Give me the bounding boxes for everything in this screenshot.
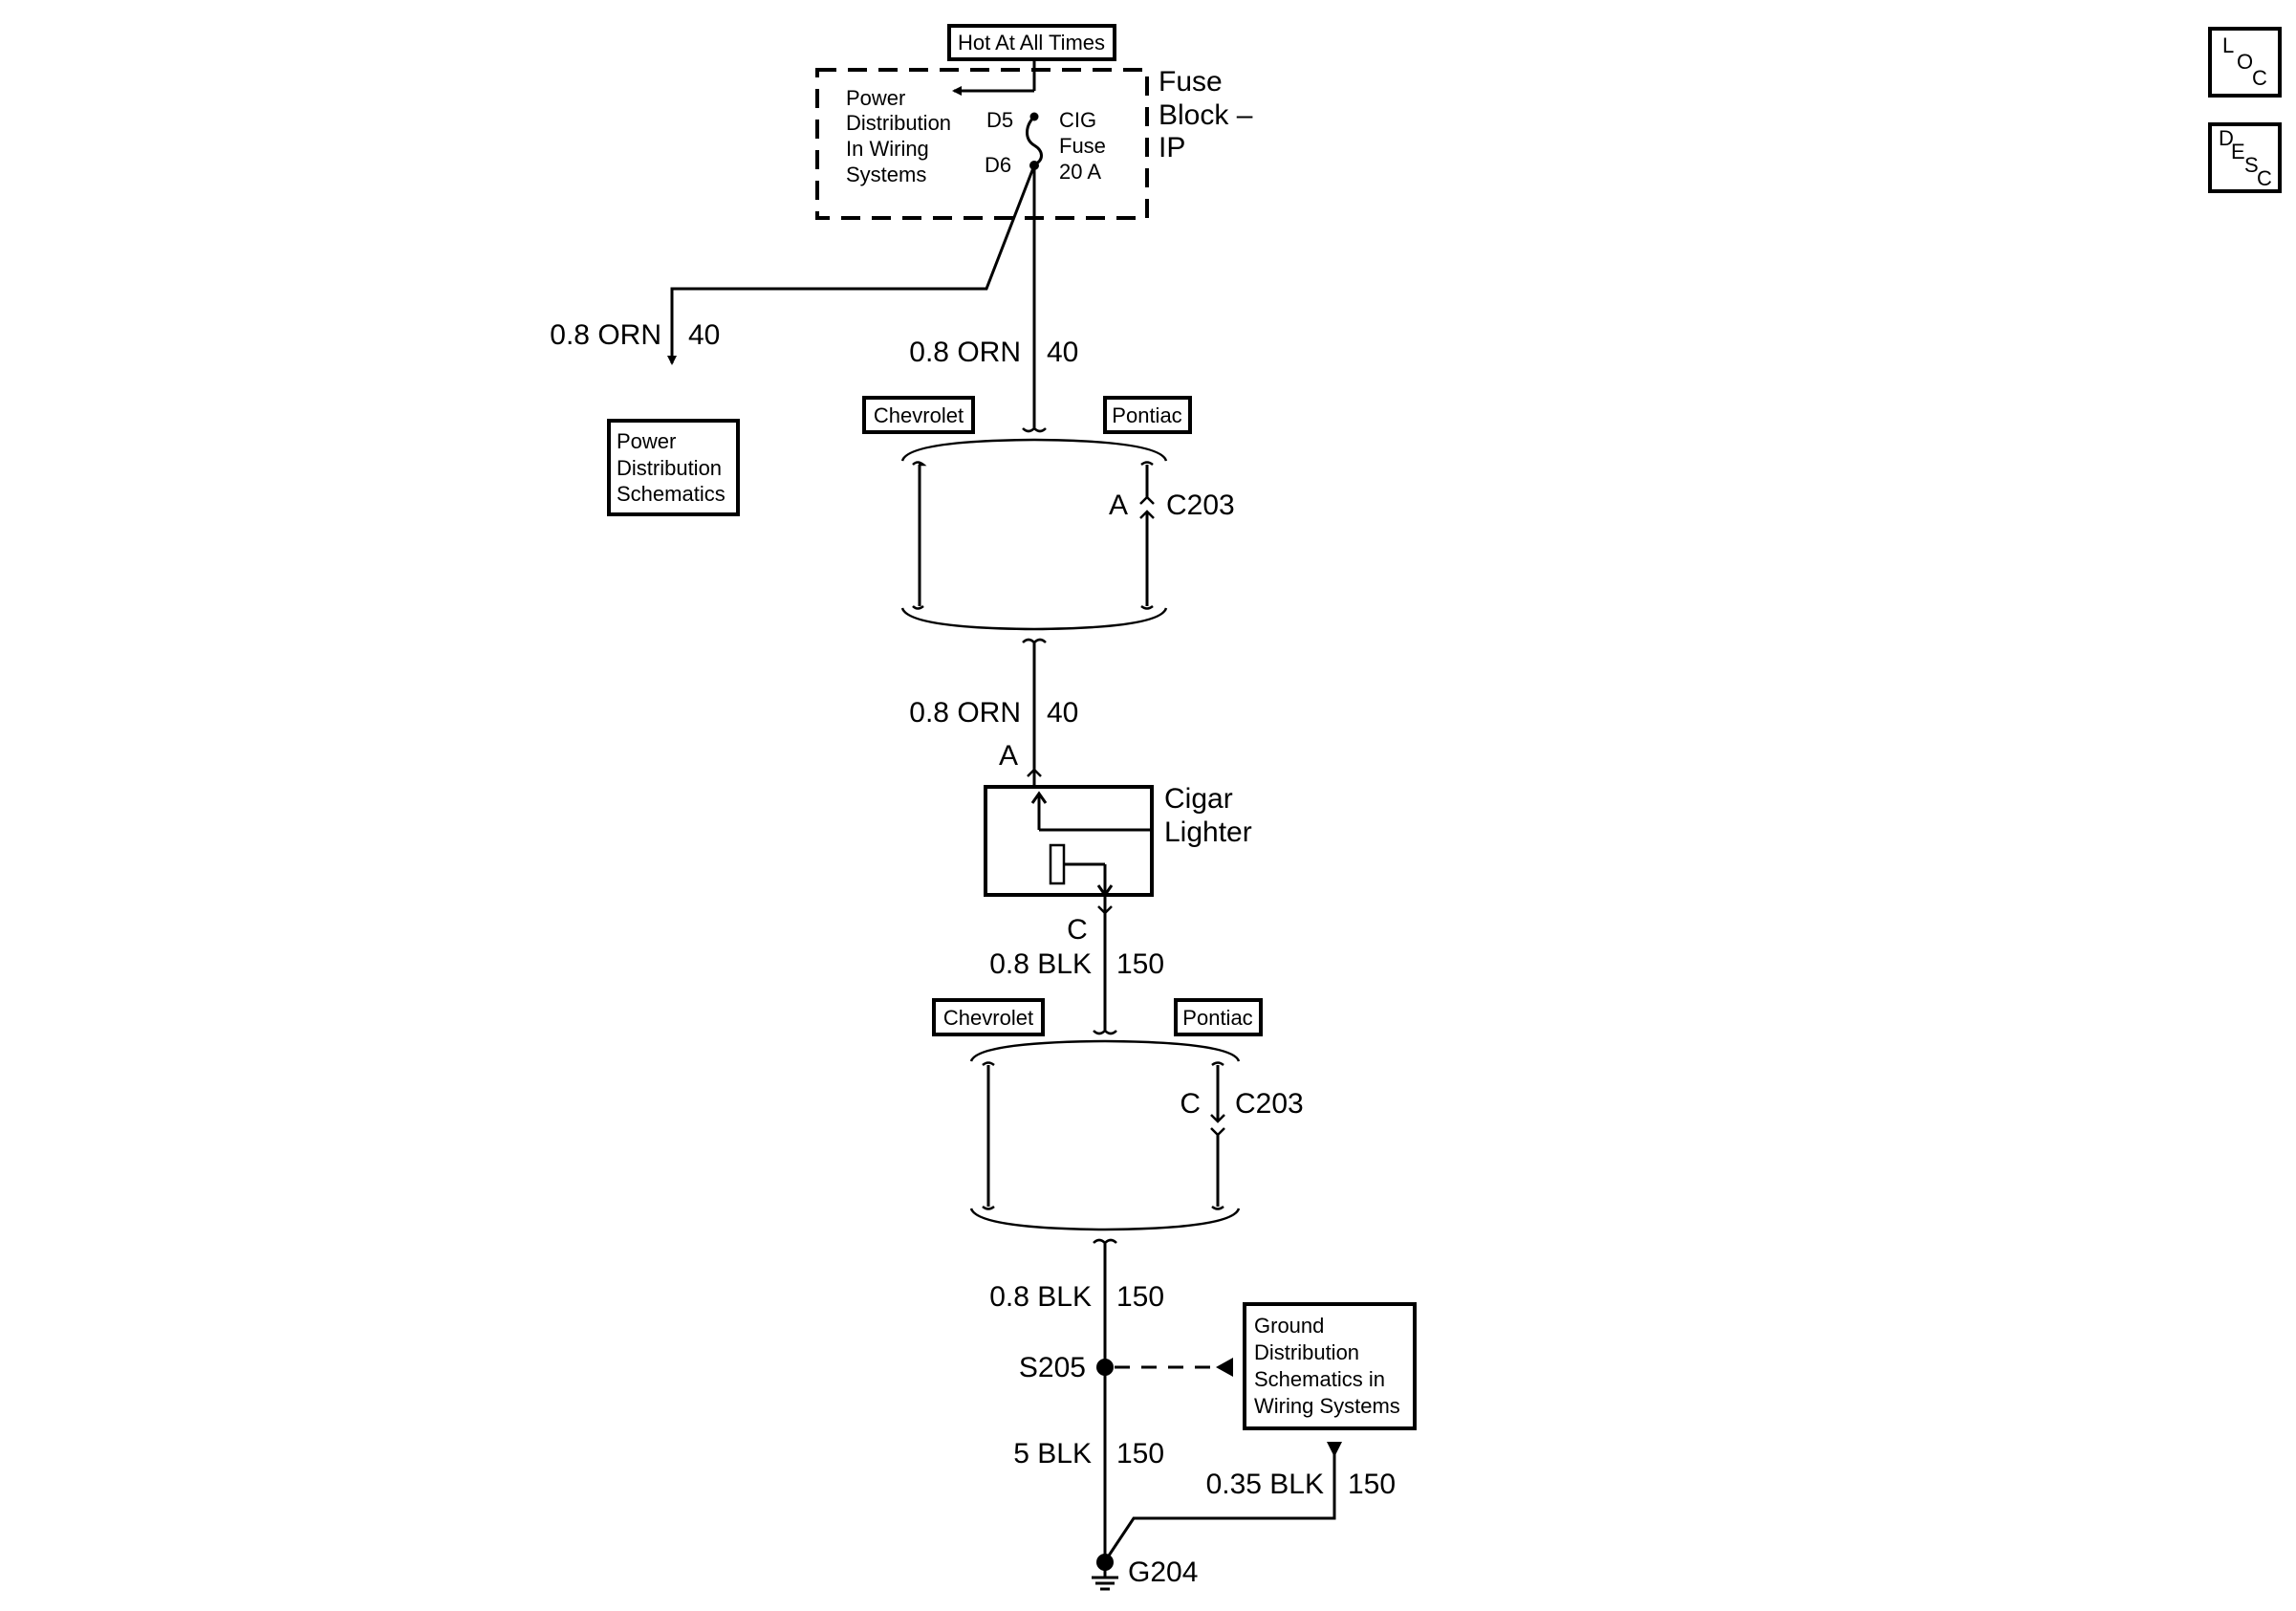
branch-wire-gauge-color: 0.8 ORN xyxy=(550,319,661,351)
cig-fuse-line-2: Fuse xyxy=(1059,134,1106,158)
upper-c203-option-bracket xyxy=(900,426,1168,644)
wire-c203-to-splice-gauge: 0.8 BLK xyxy=(989,1281,1092,1313)
power-schem-line-2: Distribution xyxy=(617,456,722,480)
fuse-block-title-line-1: Fuse xyxy=(1159,66,1223,98)
branch-wire-to-power-schematics xyxy=(667,164,1036,365)
desc-icon-s: S xyxy=(2244,153,2259,177)
wire-lighter-to-c203-gauge: 0.8 BLK xyxy=(989,948,1092,980)
lower-c203-pin: C xyxy=(1180,1088,1201,1120)
loc-icon[interactable]: L O C xyxy=(2208,27,2282,98)
wire-splice-to-ground-gauge: 5 BLK xyxy=(1013,1438,1092,1469)
lower-c203-female-terminal-icon xyxy=(1210,1114,1225,1123)
loc-icon-c: C xyxy=(2252,66,2267,90)
lower-c203-option-bracket xyxy=(969,1029,1241,1245)
cigar-lighter-component xyxy=(984,770,1154,898)
upper-c203-female-terminal-icon xyxy=(1139,495,1155,505)
lower-c203-chevrolet-text: Chevrolet xyxy=(943,1006,1033,1030)
power-schem-line-3: Schematics xyxy=(617,482,726,506)
cig-fuse-line-1: CIG xyxy=(1059,108,1096,132)
fuse-pin-d6: D6 xyxy=(985,153,1011,177)
ground-distribution-schematics-box: Ground Distribution Schematics in Wiring… xyxy=(1243,1302,1417,1430)
lighter-pin-c-terminal-icon xyxy=(1097,905,1113,915)
hot-at-all-times-text: Hot At All Times xyxy=(958,31,1105,54)
ground-schem-line-3: Schematics in xyxy=(1254,1367,1385,1391)
power-dist-line-2: Distribution xyxy=(846,111,951,135)
fuse-block-boundary xyxy=(815,68,1149,220)
hot-at-all-times-label: Hot At All Times xyxy=(947,24,1116,61)
wire-fuse-to-c203-circuit: 40 xyxy=(1047,337,1078,368)
upper-c203-pin: A xyxy=(1109,490,1128,521)
lighter-internal-arrow-up-icon xyxy=(1030,791,1048,804)
desc-icon-c: C xyxy=(2257,166,2272,190)
lower-c203-chevrolet-path xyxy=(982,1061,995,1210)
splice-s205-name: S205 xyxy=(1019,1352,1086,1383)
ground-schem-line-4: Wiring Systems xyxy=(1254,1394,1400,1418)
fuse-pin-d5: D5 xyxy=(986,108,1013,132)
power-schem-line-1: Power xyxy=(617,429,676,453)
branch-wire-circuit: 40 xyxy=(688,319,720,351)
desc-icon[interactable]: D E S C xyxy=(2208,122,2282,193)
lower-c203-pontiac-path xyxy=(1210,1061,1225,1210)
cig-fuse-line-3: 20 A xyxy=(1059,160,1101,184)
ground-g204-name: G204 xyxy=(1128,1557,1198,1588)
lighter-pin-a: A xyxy=(999,740,1018,772)
fuse-block-title: Fuse Block – IP xyxy=(1159,66,1253,163)
cigar-lighter-name-line-2: Lighter xyxy=(1164,816,1252,848)
wire-splice-to-ground-circuit: 150 xyxy=(1116,1438,1164,1469)
ground-dist-arrow-icon xyxy=(1216,1358,1233,1377)
lower-c203-pontiac-option: Pontiac xyxy=(1174,998,1263,1036)
upper-c203-pontiac-text: Pontiac xyxy=(1112,403,1181,427)
ground-branch-arrow-icon xyxy=(1327,1442,1342,1457)
power-distribution-schematics-box: Power Distribution Schematics xyxy=(607,419,740,516)
upper-c203-chevrolet-path xyxy=(912,461,927,610)
lower-c203-male-terminal-icon xyxy=(1210,1127,1225,1137)
lower-c203-chevrolet-option: Chevrolet xyxy=(932,998,1045,1036)
wire-fuse-to-c203-gauge: 0.8 ORN xyxy=(909,337,1021,368)
ground-schem-line-2: Distribution xyxy=(1254,1340,1359,1364)
splice-s205-icon xyxy=(1096,1359,1114,1376)
ground-schem-line-1: Ground xyxy=(1254,1314,1324,1338)
ground-branch-gauge: 0.35 BLK xyxy=(1206,1469,1324,1500)
wire-c203-to-lighter-circuit: 40 xyxy=(1047,697,1078,729)
wire-lighter-to-c203-circuit: 150 xyxy=(1116,948,1164,980)
ground-branch-circuit: 150 xyxy=(1348,1469,1396,1500)
upper-c203-pontiac-option: Pontiac xyxy=(1103,396,1192,434)
ground-g204-icon xyxy=(1092,1554,1118,1591)
upper-c203-chevrolet-option: Chevrolet xyxy=(862,396,975,434)
wire-c203-to-lighter-gauge: 0.8 ORN xyxy=(909,697,1021,729)
loc-icon-o: O xyxy=(2237,50,2253,74)
power-distribution-reference: Power Distribution In Wiring Systems xyxy=(846,86,951,186)
loc-icon-l: L xyxy=(2222,33,2234,57)
fuse-block-title-line-2: Block – xyxy=(1159,99,1253,131)
ground-branch-wire xyxy=(1103,1444,1336,1562)
lower-c203-name: C203 xyxy=(1235,1088,1304,1120)
cigar-lighter-name-line-1: Cigar xyxy=(1164,783,1233,815)
power-dist-line-3: In Wiring xyxy=(846,137,929,161)
lighter-pin-c: C xyxy=(1067,914,1088,946)
cig-fuse-icon xyxy=(1026,112,1043,170)
lower-c203-pontiac-text: Pontiac xyxy=(1182,1006,1252,1030)
wire-c203-to-splice-circuit: 150 xyxy=(1116,1281,1164,1313)
power-dist-line-1: Power xyxy=(846,86,905,110)
lighter-heating-element-icon xyxy=(1049,843,1066,885)
upper-c203-pontiac-path xyxy=(1139,461,1155,610)
cig-fuse-label: CIG Fuse 20 A xyxy=(1059,108,1106,184)
upper-c203-name: C203 xyxy=(1166,490,1235,521)
desc-icon-d: D xyxy=(2219,126,2234,150)
upper-c203-chevrolet-text: Chevrolet xyxy=(874,403,964,427)
fuse-block-title-line-3: IP xyxy=(1159,132,1185,163)
desc-icon-e: E xyxy=(2231,140,2245,163)
power-dist-line-4: Systems xyxy=(846,163,926,186)
